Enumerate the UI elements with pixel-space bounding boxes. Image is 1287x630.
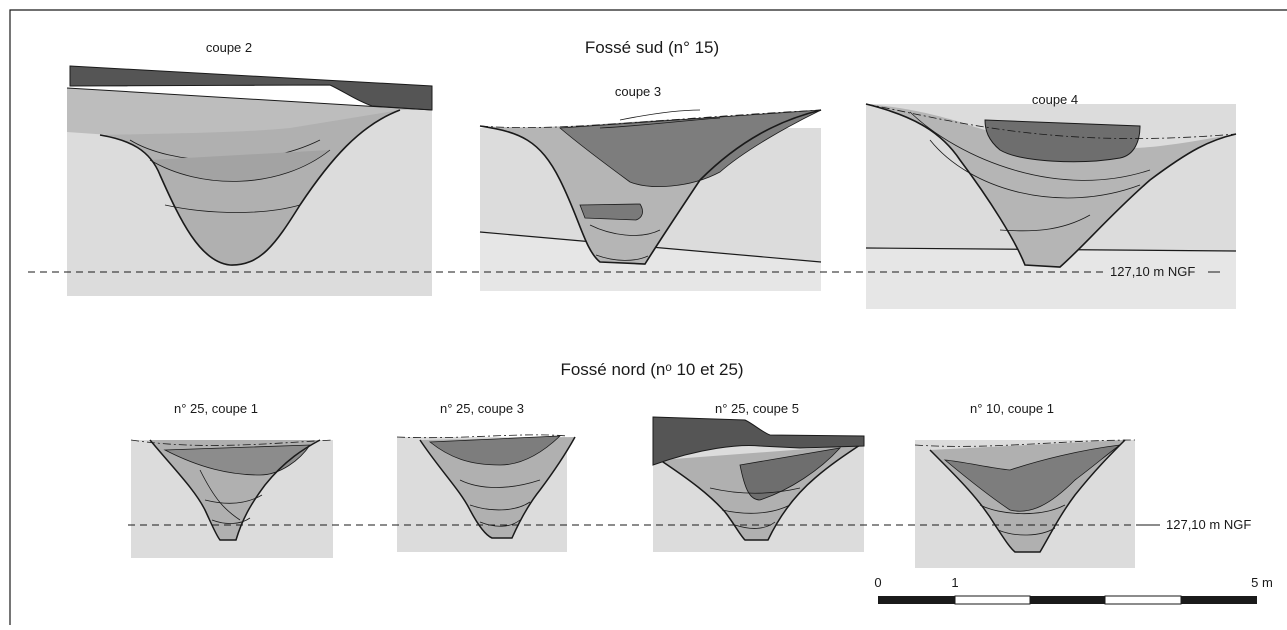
section-label-n10-coupe-1: n° 10, coupe 1 [970, 401, 1054, 416]
ditch-fill [866, 104, 1236, 267]
reference-label-north: 127,10 m NGF [1166, 517, 1252, 532]
frame-border [9, 9, 1287, 625]
section-n25-coupe-3 [396, 434, 576, 552]
section-n10-coupe-1 [914, 439, 1136, 568]
scale-label-0: 0 [874, 575, 882, 590]
scale-segment-0 [878, 596, 955, 604]
section-coupe-3 [479, 109, 822, 291]
scale-segment-3 [1104, 595, 1182, 605]
section-coupe-4 [865, 103, 1237, 309]
reference-label-south: 127,10 m NGF [1110, 264, 1196, 279]
section-label-n25-coupe-3: n° 25, coupe 3 [440, 401, 524, 416]
section-label-coupe-2: coupe 2 [205, 40, 253, 55]
scale-segment-2 [1030, 596, 1105, 604]
ditch-fill [100, 110, 400, 266]
scale-segment-4 [1181, 596, 1257, 604]
section-label-n25-coupe-5: n° 25, coupe 5 [715, 401, 799, 416]
scale-label-5m: 5 m [1251, 575, 1273, 590]
section-coupe-2 [66, 65, 433, 296]
section-label-n25-coupe-1: n° 25, coupe 1 [174, 401, 258, 416]
section-label-coupe-4: coupe 4 [1031, 92, 1079, 107]
scale-segment-1 [954, 595, 1031, 605]
section-n25-coupe-1 [130, 439, 334, 558]
section-label-coupe-3: coupe 3 [614, 84, 662, 99]
scale-bar [878, 595, 1257, 605]
section-n25-coupe-5 [652, 416, 865, 552]
north-ditch-title: Fossé nord (nᵒ 10 et 25) [560, 360, 744, 379]
south-ditch-title: Fossé sud (n° 15) [584, 38, 720, 57]
scale-label-1: 1 [951, 575, 959, 590]
